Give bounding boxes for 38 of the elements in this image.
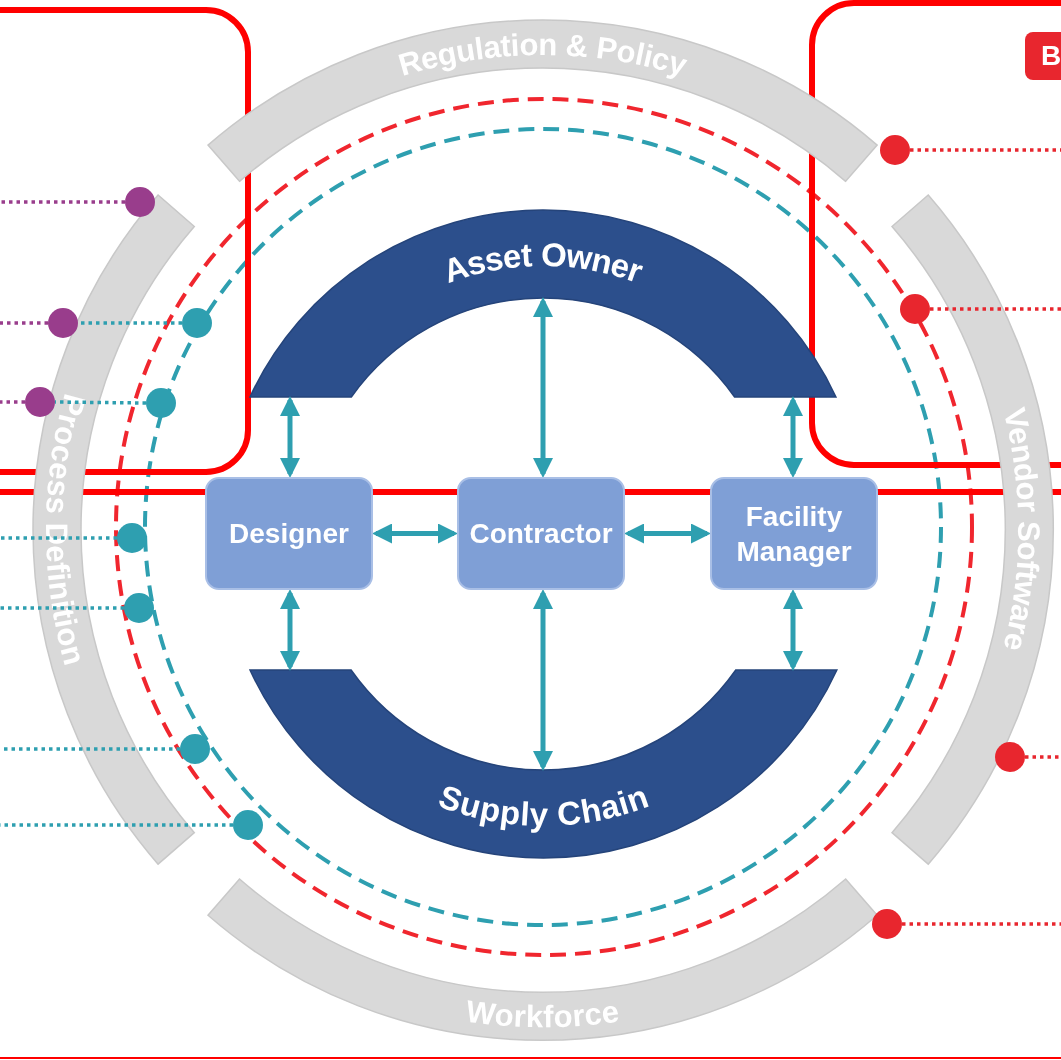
- leader-line: [0, 606, 124, 610]
- leader-line: [0, 200, 125, 204]
- double-arrow: [783, 589, 803, 671]
- band-label: Asset Owner: [438, 235, 648, 290]
- leader-line: [930, 307, 1061, 311]
- badge: B: [1025, 32, 1061, 80]
- leader-line: [902, 922, 1061, 926]
- marker-dot: [125, 187, 155, 217]
- double-arrow: [372, 523, 458, 544]
- marker-dot: [124, 593, 154, 623]
- leader-line: [78, 321, 182, 325]
- marker-dot: [900, 294, 930, 324]
- leader-line: [0, 321, 48, 325]
- leader-line: [0, 400, 25, 404]
- double-arrow: [280, 589, 300, 671]
- leader-line: [0, 536, 117, 540]
- marker-dot: [880, 135, 910, 165]
- role-box: Contractor: [457, 477, 625, 590]
- leader-line: [1025, 755, 1061, 759]
- role-box: Designer: [205, 477, 373, 590]
- double-arrow: [624, 523, 711, 544]
- marker-dot: [872, 909, 902, 939]
- marker-dot: [182, 308, 212, 338]
- marker-dot: [117, 523, 147, 553]
- marker-dot: [233, 810, 263, 840]
- double-arrow: [783, 396, 803, 478]
- leader-line: [0, 823, 233, 827]
- marker-dot: [146, 388, 176, 418]
- marker-dot: [48, 308, 78, 338]
- double-arrow: [533, 589, 553, 771]
- leader-line: [55, 400, 146, 405]
- role-box: Facility Manager: [710, 477, 878, 590]
- leader-line: [910, 148, 1061, 152]
- band-label: Supply Chain: [433, 777, 653, 833]
- marker-dot: [180, 734, 210, 764]
- double-arrow: [533, 297, 553, 478]
- double-arrow: [280, 396, 300, 478]
- marker-dot: [995, 742, 1025, 772]
